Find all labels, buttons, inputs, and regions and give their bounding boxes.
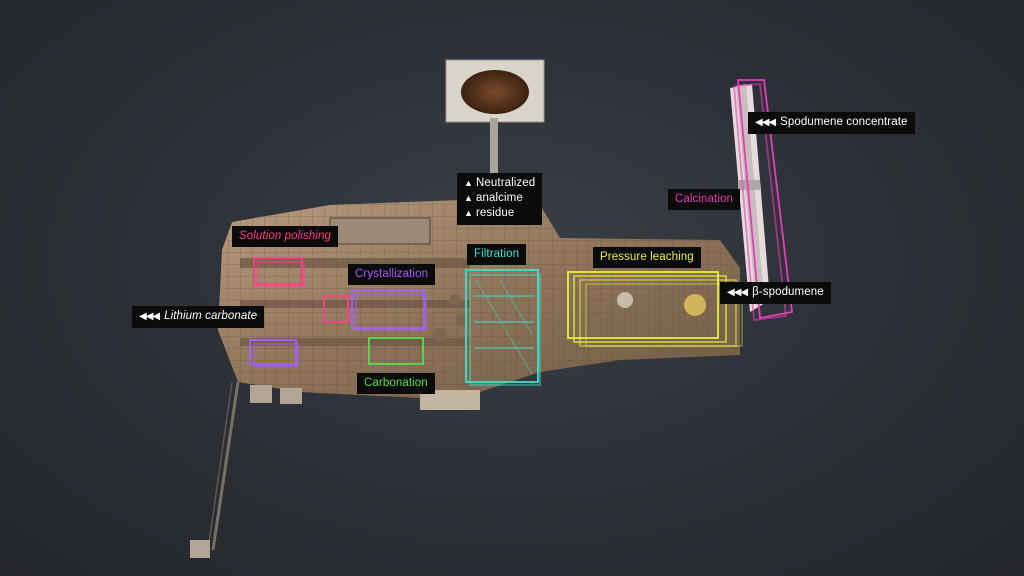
label-filtration: Filtration bbox=[467, 244, 527, 265]
label-lithium-carbonate: ◀◀◀Lithium carbonate bbox=[132, 306, 265, 328]
label-spodumene-concentrate: ◀◀◀Spodumene concentrate bbox=[748, 112, 915, 134]
filtration-highlight bbox=[465, 269, 541, 386]
label-neutralized-residue: ▲Neutralized ▲analcime ▲residue bbox=[457, 173, 543, 225]
conveyor bbox=[490, 118, 498, 186]
calcination-highlight bbox=[733, 79, 793, 322]
solution-polishing-highlight bbox=[253, 257, 349, 323]
up-triangle-icon: ▲ bbox=[464, 178, 474, 188]
label-solution-polishing: Solution polishing bbox=[232, 226, 338, 247]
pressure-leaching-highlight bbox=[567, 271, 743, 347]
stockpile bbox=[445, 59, 545, 123]
carbonation-highlight bbox=[368, 337, 424, 365]
triple-left-arrow-icon: ◀◀◀ bbox=[755, 117, 776, 128]
label-crystallization: Crystallization bbox=[348, 264, 436, 285]
leach-tanks bbox=[617, 292, 706, 316]
triple-left-arrow-icon: ◀◀◀ bbox=[727, 287, 748, 298]
label-calcination: Calcination bbox=[668, 189, 740, 210]
crystallization-highlight bbox=[249, 289, 427, 367]
up-triangle-icon: ▲ bbox=[464, 193, 474, 203]
label-beta-spodumene: ◀◀◀β-spodumene bbox=[720, 282, 831, 304]
label-pressure-leaching: Pressure leaching bbox=[593, 247, 701, 268]
triple-left-arrow-icon: ◀◀◀ bbox=[139, 311, 160, 322]
label-carbonation: Carbonation bbox=[357, 373, 435, 394]
up-triangle-icon: ▲ bbox=[464, 208, 474, 218]
walkway bbox=[190, 381, 240, 558]
